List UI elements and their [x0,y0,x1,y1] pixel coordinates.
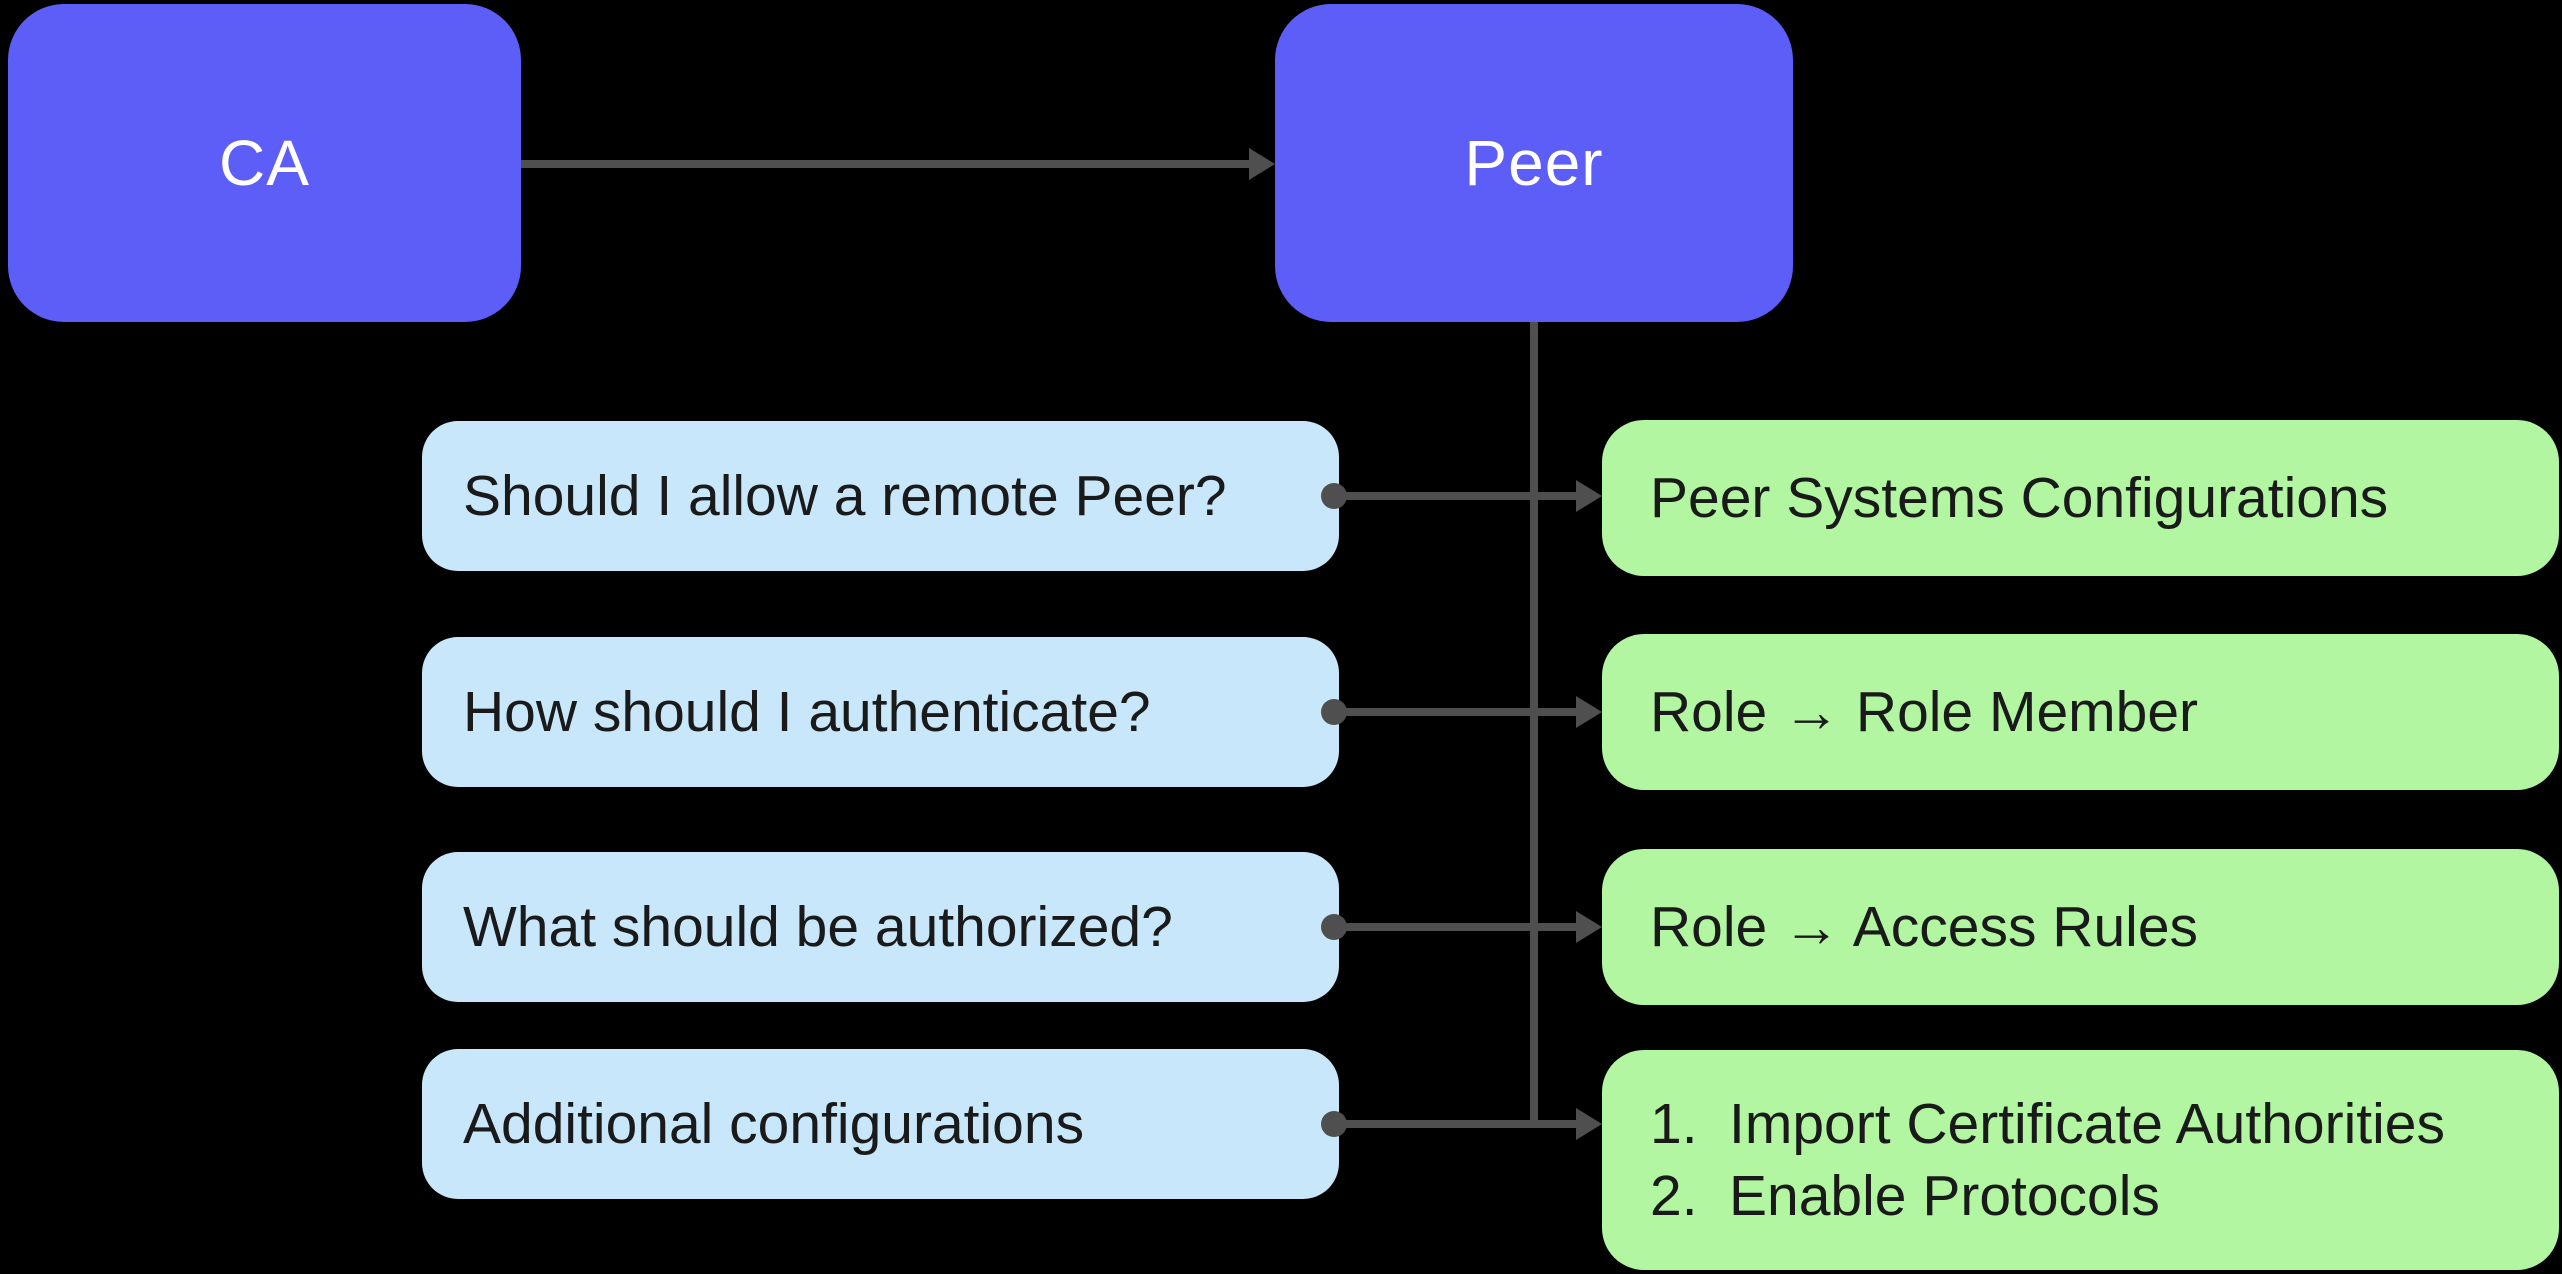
arrowhead-row3-icon [1576,911,1602,943]
connector-peer-trunk [1530,322,1538,1128]
question-label: What should be authorized? [463,895,1173,959]
list-item-text: Enable Protocols [1729,1164,2160,1228]
question-box-how-authenticate[interactable]: How should I authenticate? [422,637,1339,787]
arrowhead-row2-icon [1576,696,1602,728]
question-label: Additional configurations [463,1092,1085,1156]
question-label: How should I authenticate? [463,680,1151,744]
list-item-number: 2. [1650,1164,1698,1228]
list-item: 1. Import Certificate Authorities [1650,1088,2445,1160]
answer-box-role-access-rules[interactable]: Role → Access Rules [1602,849,2559,1005]
answer-label: Peer Systems Configurations [1650,466,2389,530]
arrowhead-row1-icon [1576,480,1602,512]
node-ca-label: CA [219,127,310,199]
answer-box-role-role-member[interactable]: Role → Role Member [1602,634,2559,790]
question-label: Should I allow a remote Peer? [463,464,1227,528]
answer-label: Role → Access Rules [1650,895,2199,959]
node-peer-label: Peer [1464,127,1604,199]
connector-row3 [1334,923,1578,931]
connector-row1 [1334,492,1578,500]
question-box-allow-remote-peer[interactable]: Should I allow a remote Peer? [422,421,1339,571]
question-box-additional-configurations[interactable]: Additional configurations [422,1049,1339,1199]
question-box-what-authorized[interactable]: What should be authorized? [422,852,1339,1002]
answer-label: Role → Role Member [1650,680,2199,744]
connector-row2 [1334,708,1578,716]
connector-row4 [1334,1120,1578,1128]
node-ca[interactable]: CA [8,4,521,322]
connector-ca-to-peer [521,160,1251,168]
list-item: 2. Enable Protocols [1650,1160,2160,1232]
list-item-number: 1. [1650,1092,1698,1156]
node-peer[interactable]: Peer [1275,4,1793,322]
arrowhead-row4-icon [1576,1108,1602,1140]
list-item-text: Import Certificate Authorities [1729,1092,2445,1156]
arrowhead-ca-to-peer-icon [1249,148,1275,180]
answer-box-peer-systems-configurations[interactable]: Peer Systems Configurations [1602,420,2559,576]
answer-box-additional-steps-list[interactable]: 1. Import Certificate Authorities 2. Ena… [1602,1050,2559,1270]
